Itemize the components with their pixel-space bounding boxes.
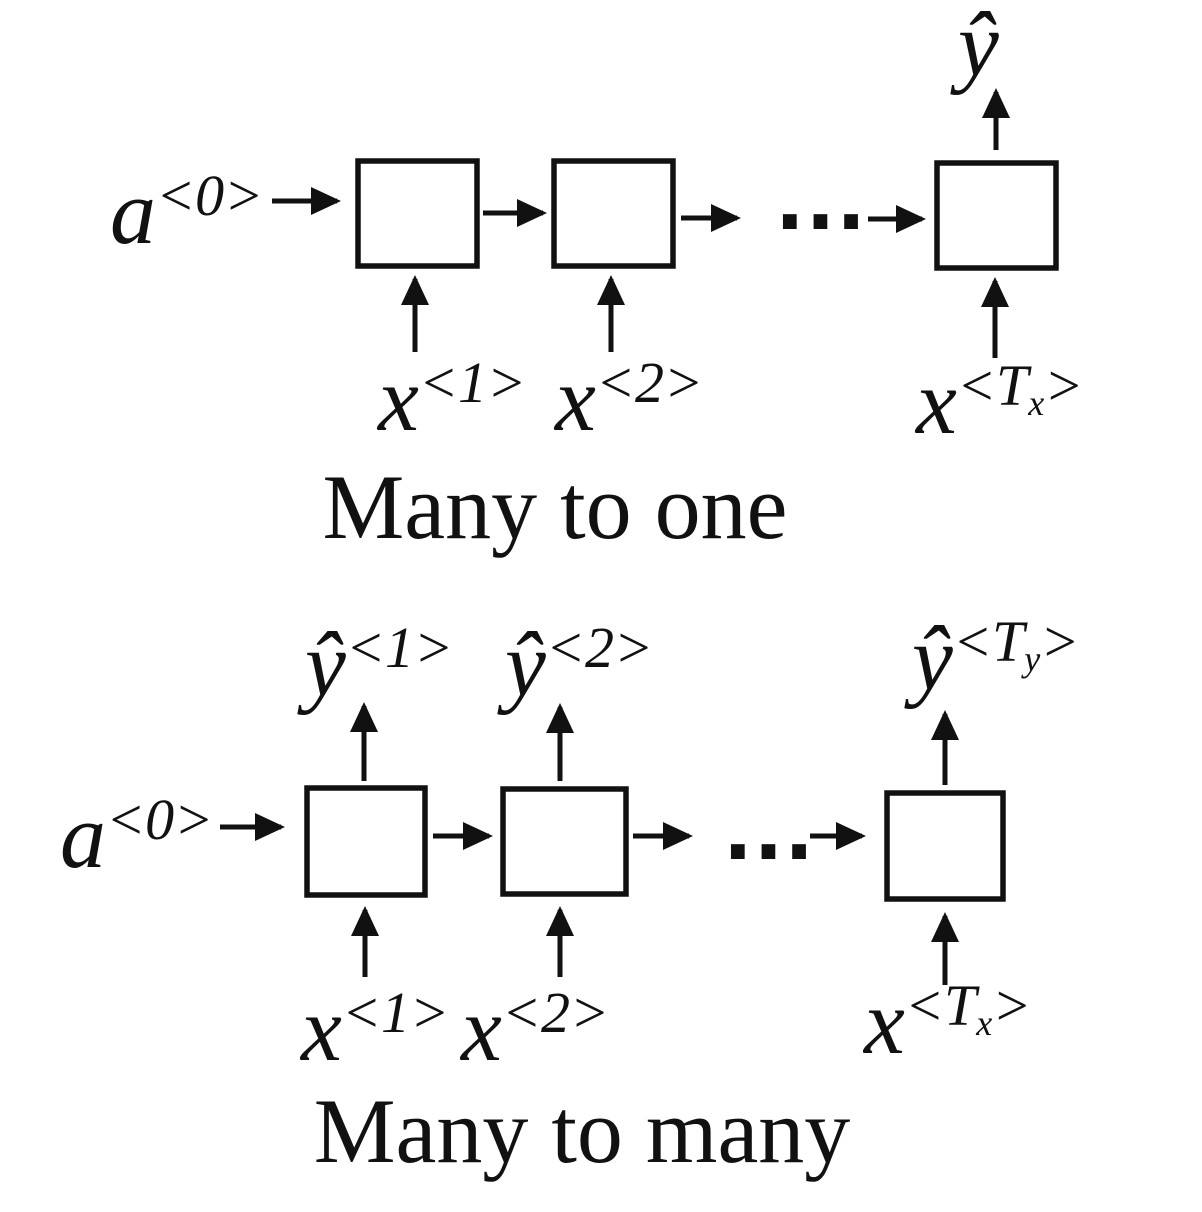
label-xTx-superscript: <Tx>: [904, 973, 1032, 1042]
label-yhat1-base: ŷ: [305, 613, 346, 715]
rnn-cell-2: [551, 158, 676, 269]
label-x2-superscript: <2>: [595, 350, 704, 415]
label-x2-base: x: [461, 978, 502, 1080]
label-yhatTy: ŷ<Ty>: [912, 612, 1079, 704]
label-x2-superscript: <2>: [501, 980, 610, 1045]
label-yhat-base: ŷ: [958, 0, 999, 95]
ellipsis-dots: ···: [723, 808, 815, 898]
label-yhatTy-subscript: y: [1024, 639, 1041, 679]
label-xTx-sup-pre: <T: [956, 353, 1029, 418]
label-x1: x<1>: [378, 353, 526, 445]
label-x1: x<1>: [301, 983, 449, 1075]
many-to-one-wires: [272, 88, 1059, 358]
label-xTx: x<Tx>: [916, 356, 1083, 448]
label-yhat1: ŷ<1>: [305, 618, 453, 710]
label-x1-superscript: <1>: [341, 980, 450, 1045]
label-x1-base: x: [301, 978, 342, 1080]
label-a0: a<0>: [60, 790, 213, 882]
label-a0-base: a: [110, 161, 156, 263]
rnn-cell-1: [304, 785, 428, 898]
label-x2-base: x: [555, 348, 596, 450]
label-yhat2-base: ŷ: [505, 613, 546, 715]
label-a0-superscript: <0>: [156, 163, 264, 228]
many-to-many-wires: [220, 702, 1006, 985]
label-x2: x<2>: [555, 353, 703, 445]
label-xTx-sup-pre: <T: [904, 973, 977, 1038]
label-xTx-base: x: [916, 351, 957, 453]
label-xTx-subscript: x: [976, 1003, 993, 1043]
rnn-cell-3: [884, 790, 1006, 902]
label-a0-base: a: [60, 785, 106, 887]
label-xTx-sup-post: >: [992, 973, 1032, 1038]
label-xTx: x<Tx>: [864, 976, 1031, 1068]
label-yhat2-superscript: <2>: [545, 615, 654, 680]
label-yhatTy-superscript: <Ty>: [952, 609, 1080, 678]
rnn-cell-3: [934, 160, 1059, 271]
label-xTx-base: x: [864, 971, 905, 1073]
label-xTx-sup-post: >: [1044, 353, 1084, 418]
label-a0: a<0>: [110, 166, 263, 258]
label-yhatTy-sup-pre: <T: [952, 609, 1025, 674]
caption-many-to-many: Many to many: [313, 1080, 851, 1182]
label-yhat2: ŷ<2>: [505, 618, 653, 710]
label-xTx-superscript: <Tx>: [956, 353, 1084, 422]
caption-many-to-one: Many to one: [322, 456, 788, 558]
label-a0-superscript: <0>: [106, 787, 214, 852]
label-x1-base: x: [378, 348, 419, 450]
rnn-cell-1: [355, 158, 480, 269]
label-yhat: ŷ: [958, 0, 999, 90]
rnn-cell-2: [500, 786, 629, 897]
label-yhat1-superscript: <1>: [345, 615, 454, 680]
ellipsis-dots: ···: [775, 178, 867, 268]
label-yhatTy-sup-post: >: [1040, 609, 1080, 674]
label-x1-superscript: <1>: [418, 350, 527, 415]
label-x2: x<2>: [461, 983, 609, 1075]
label-yhatTy-base: ŷ: [912, 607, 953, 709]
label-xTx-subscript: x: [1028, 383, 1045, 423]
